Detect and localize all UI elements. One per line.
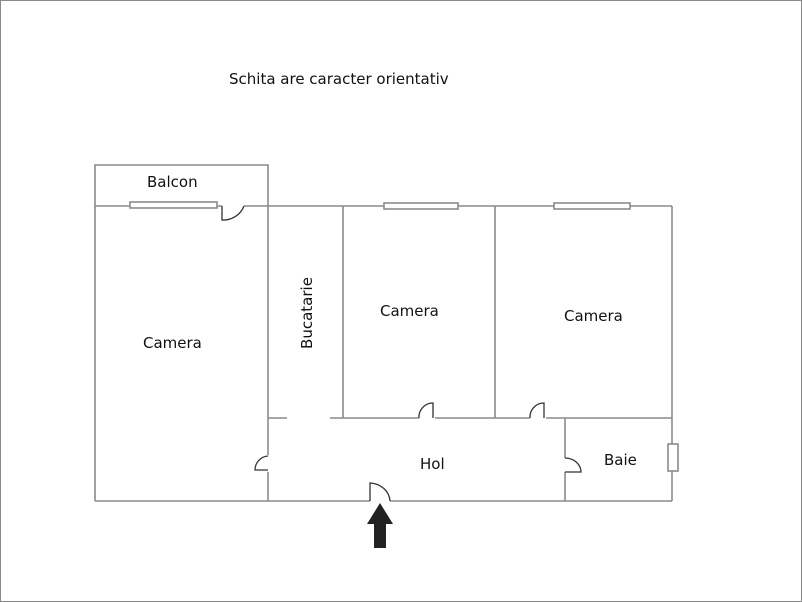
window-camera-right <box>553 202 631 210</box>
window-baie <box>667 443 679 472</box>
door-balcony <box>221 205 245 221</box>
room-label-hol: Hol <box>420 455 445 473</box>
balcony-walls <box>94 164 269 206</box>
room-label-camera-right: Camera <box>564 307 623 325</box>
door-camera-left <box>254 455 269 471</box>
window-balcony <box>129 201 218 209</box>
door-camera-middle <box>418 402 434 419</box>
plan-title: Schita are caracter orientativ <box>229 70 449 88</box>
room-label-baie: Baie <box>604 451 637 469</box>
room-label-balcon: Balcon <box>147 173 198 191</box>
door-entrance <box>369 482 391 502</box>
room-label-bucatarie: Bucatarie <box>298 277 316 349</box>
room-label-camera-left: Camera <box>143 334 202 352</box>
door-camera-right <box>529 402 545 419</box>
room-label-camera-middle: Camera <box>380 302 439 320</box>
up-arrow-icon <box>367 503 393 548</box>
door-baie <box>564 457 582 473</box>
window-camera-middle <box>383 202 459 210</box>
